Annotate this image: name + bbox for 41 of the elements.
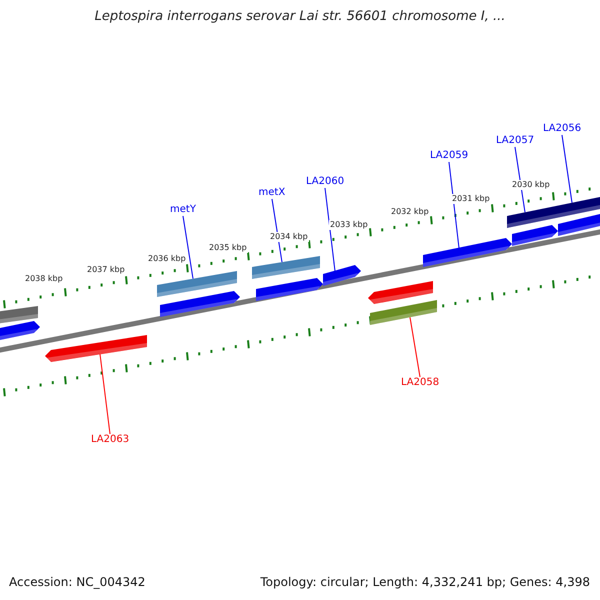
gene-label: metX — [258, 188, 286, 198]
footer-text: Accession: NC_004342 — [9, 576, 146, 588]
scale-label: 2037 kbp — [86, 265, 126, 275]
scale-label: 2036 kbp — [147, 254, 187, 264]
leader-line — [448, 162, 460, 249]
gene-feature — [323, 265, 361, 286]
leader-line — [100, 353, 110, 434]
scale-label: 2038 kbp — [24, 274, 64, 284]
gene-block — [252, 256, 320, 279]
gene-block — [0, 306, 38, 324]
gene-feature — [160, 291, 240, 317]
scale-label: 2034 kbp — [269, 232, 309, 242]
gene-label: LA2058 — [401, 378, 440, 388]
gene-feature — [368, 281, 433, 304]
gene-feature — [512, 225, 558, 246]
gene-feature — [0, 321, 40, 341]
gene-label: metY — [170, 205, 196, 215]
gene-label: LA2056 — [543, 124, 582, 134]
scale-label: 2030 kbp — [511, 180, 551, 190]
gene-block — [370, 300, 437, 325]
scale-label: 2032 kbp — [390, 207, 430, 217]
scale-label: 2033 kbp — [329, 220, 369, 230]
scale-label: 2031 kbp — [451, 194, 491, 204]
leader-line — [410, 316, 420, 378]
leader-line — [182, 216, 194, 280]
leader-line — [562, 134, 572, 204]
gene-feature — [558, 213, 600, 236]
gene-feature — [423, 238, 512, 267]
gene-feature — [45, 335, 147, 362]
footer-text: Topology: circular; Length: 4,332,241 bp; Genes: 4,398 — [260, 576, 590, 588]
gene-block — [157, 271, 237, 297]
title: Leptospira interrogans serovar Lai str. 56601 chromosome I, ... — [94, 10, 506, 23]
gene-label: LA2059 — [430, 151, 468, 161]
gene-block — [507, 206, 556, 228]
gene-feature — [256, 278, 323, 301]
gene-label: LA2063 — [91, 435, 130, 445]
leader-line — [324, 188, 336, 272]
gene-label: LA2057 — [496, 136, 534, 146]
gene-block — [556, 195, 600, 218]
scale-label: 2035 kbp — [208, 243, 248, 253]
gene-label: LA2060 — [306, 177, 344, 187]
